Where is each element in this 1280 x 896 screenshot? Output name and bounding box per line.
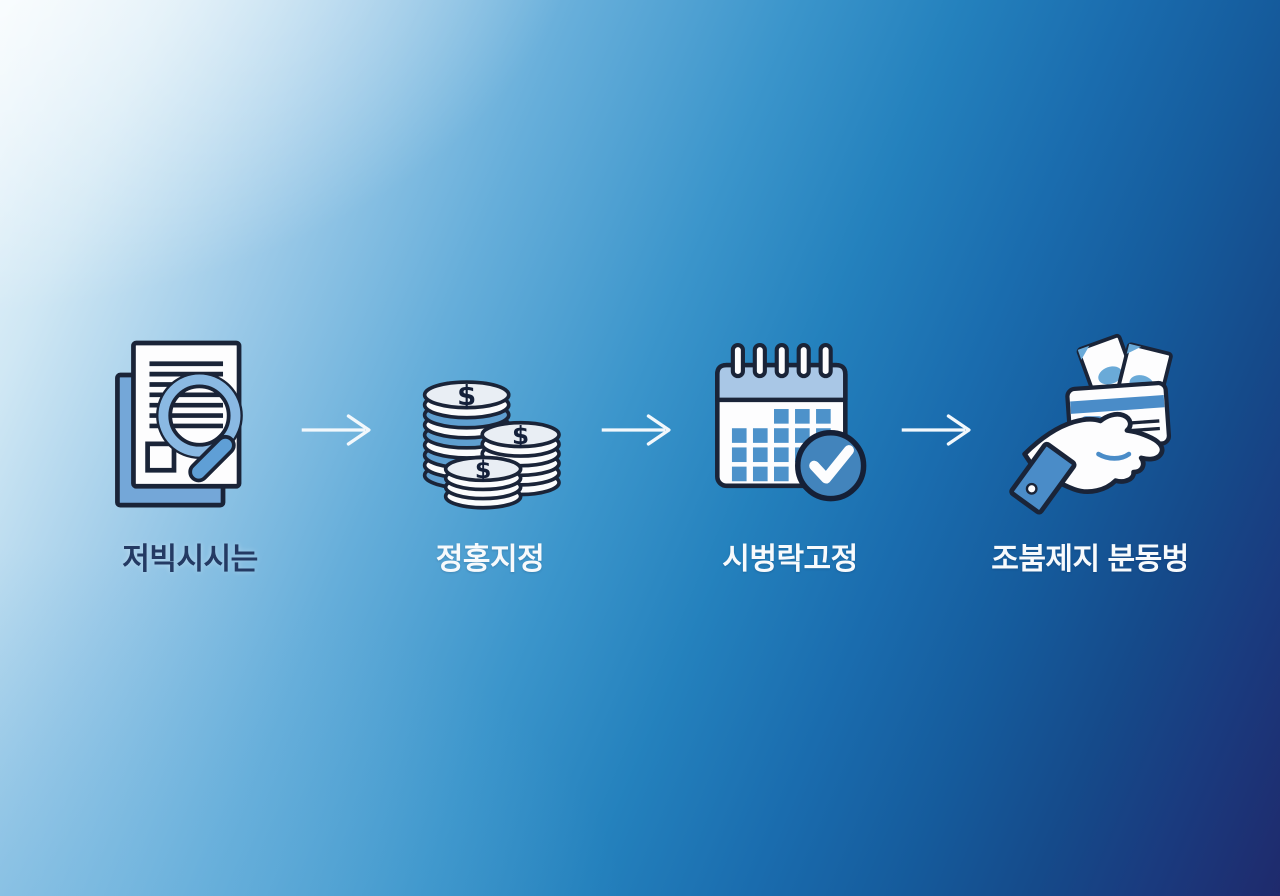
step-schedule-label: 시벙락고정	[722, 543, 858, 576]
arrow-box-2	[580, 320, 700, 520]
right-arrow-icon	[601, 414, 671, 446]
hand-card-money-icon	[1009, 333, 1173, 515]
step-pricing-label: 정홍지정	[435, 543, 545, 576]
step-payment: 조붐제지 분동벙	[991, 320, 1189, 578]
step-payment-label: 조붐제지 분동벙	[991, 543, 1189, 576]
right-arrow-icon	[901, 414, 971, 446]
svg-text:$: $	[457, 381, 476, 412]
calendar-check-icon	[715, 342, 867, 502]
step-schedule: 시벙락고정	[700, 320, 880, 578]
step-pricing-icon-box: $ $ $	[410, 320, 570, 520]
coin-stacks-icon: $ $ $	[422, 380, 561, 510]
step-payment-icon-box	[1000, 320, 1180, 520]
svg-text:$: $	[512, 421, 529, 450]
step-schedule-icon-box	[710, 320, 870, 520]
arrow-box-3	[880, 320, 1000, 520]
step-review-label: 저빅시시는	[122, 543, 258, 576]
step-pricing: $ $ $	[400, 320, 580, 578]
step-review-icon-box	[108, 320, 273, 520]
process-flow: 저빅시시는	[100, 320, 1189, 578]
document-search-icon	[114, 340, 243, 508]
svg-text:$: $	[475, 456, 492, 484]
arrow-box-1	[280, 320, 400, 520]
right-arrow-icon	[301, 414, 371, 446]
step-review: 저빅시시는	[100, 320, 280, 578]
